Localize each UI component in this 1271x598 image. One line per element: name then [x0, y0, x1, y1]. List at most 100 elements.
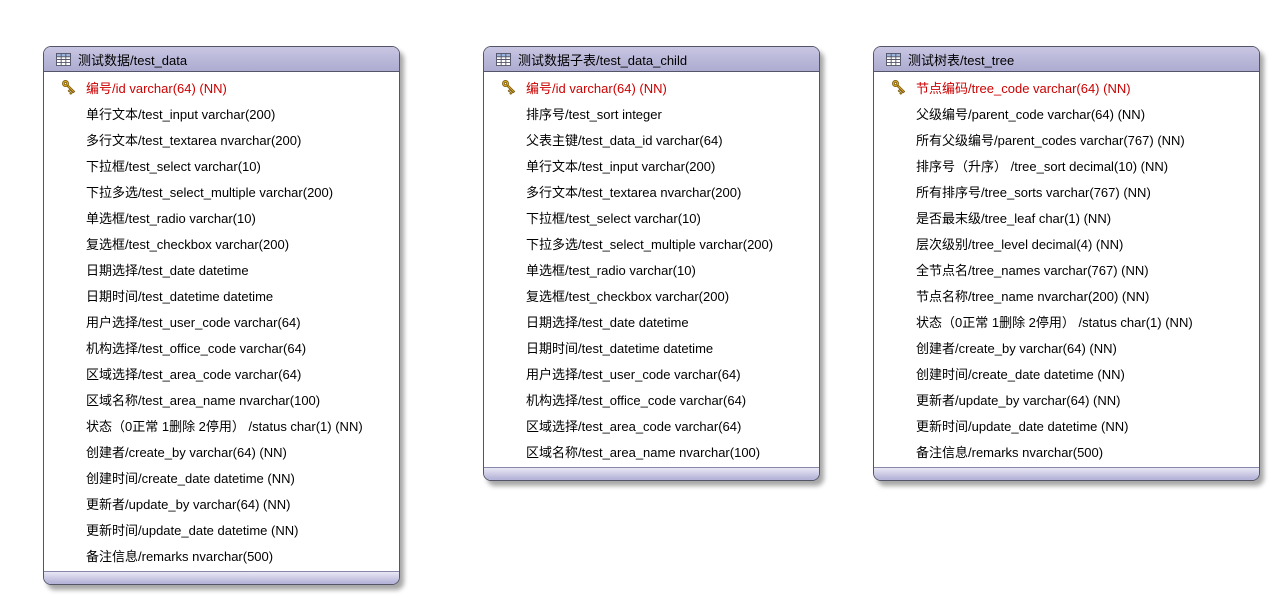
field-label: 机构选择/test_office_code varchar(64)	[526, 392, 747, 408]
field-row[interactable]: 下拉多选/test_select_multiple varchar(200)	[44, 178, 399, 204]
field-label: 单选框/test_radio varchar(10)	[86, 210, 256, 226]
primary-key-icon	[492, 234, 526, 252]
field-label: 单选框/test_radio varchar(10)	[526, 262, 696, 278]
table-entity[interactable]: 测试数据/test_data 编号/id varchar(64) (NN)	[43, 46, 400, 585]
field-row[interactable]: 复选框/test_checkbox varchar(200)	[484, 282, 819, 308]
field-row[interactable]: 更新者/update_by varchar(64) (NN)	[44, 490, 399, 516]
field-label: 机构选择/test_office_code varchar(64)	[86, 340, 307, 356]
primary-key-icon	[492, 182, 526, 200]
primary-key-icon	[492, 130, 526, 148]
field-row[interactable]: 单行文本/test_input varchar(200)	[44, 100, 399, 126]
primary-key-icon	[52, 234, 86, 252]
field-row[interactable]: 下拉框/test_select varchar(10)	[44, 152, 399, 178]
field-row[interactable]: 多行文本/test_textarea nvarchar(200)	[484, 178, 819, 204]
field-row[interactable]: 日期时间/test_datetime datetime	[44, 282, 399, 308]
field-label: 日期时间/test_datetime datetime	[86, 288, 274, 304]
field-row[interactable]: 日期选择/test_date datetime	[484, 308, 819, 334]
field-row[interactable]: 排序号（升序） /tree_sort decimal(10) (NN)	[874, 152, 1259, 178]
field-row[interactable]: 节点名称/tree_name nvarchar(200) (NN)	[874, 282, 1259, 308]
field-row[interactable]: 更新时间/update_date datetime (NN)	[44, 516, 399, 542]
field-row[interactable]: 复选框/test_checkbox varchar(200)	[44, 230, 399, 256]
primary-key-icon	[52, 130, 86, 148]
field-label: 创建时间/create_date datetime (NN)	[916, 366, 1125, 382]
field-label: 用户选择/test_user_code varchar(64)	[86, 314, 301, 330]
field-row[interactable]: 备注信息/remarks nvarchar(500)	[874, 438, 1259, 464]
field-row[interactable]: 区域选择/test_area_code varchar(64)	[484, 412, 819, 438]
field-row[interactable]: 状态（0正常 1删除 2停用） /status char(1) (NN)	[874, 308, 1259, 334]
field-row[interactable]: 排序号/test_sort integer	[484, 100, 819, 126]
field-label: 复选框/test_checkbox varchar(200)	[526, 288, 730, 304]
primary-key-icon	[52, 260, 86, 278]
field-row[interactable]: 所有父级编号/parent_codes varchar(767) (NN)	[874, 126, 1259, 152]
field-label: 日期选择/test_date datetime	[86, 262, 249, 278]
table-entity[interactable]: 测试数据子表/test_data_child 编号/id varchar(64)…	[483, 46, 820, 481]
field-row[interactable]: 节点编码/tree_code varchar(64) (NN)	[874, 74, 1259, 100]
field-label: 父表主键/test_data_id varchar(64)	[526, 132, 723, 148]
field-row[interactable]: 更新时间/update_date datetime (NN)	[874, 412, 1259, 438]
primary-key-icon	[882, 78, 916, 96]
primary-key-icon	[882, 130, 916, 148]
primary-key-icon	[52, 494, 86, 512]
field-row[interactable]: 父级编号/parent_code varchar(64) (NN)	[874, 100, 1259, 126]
field-row[interactable]: 编号/id varchar(64) (NN)	[44, 74, 399, 100]
primary-key-icon	[52, 364, 86, 382]
field-row[interactable]: 机构选择/test_office_code varchar(64)	[44, 334, 399, 360]
field-label: 节点编码/tree_code varchar(64) (NN)	[916, 80, 1131, 96]
field-label: 节点名称/tree_name nvarchar(200) (NN)	[916, 288, 1150, 304]
field-label: 备注信息/remarks nvarchar(500)	[86, 548, 274, 564]
field-label: 单行文本/test_input varchar(200)	[526, 158, 716, 174]
table-header[interactable]: 测试树表/test_tree	[874, 47, 1259, 72]
field-label: 单行文本/test_input varchar(200)	[86, 106, 276, 122]
field-row[interactable]: 备注信息/remarks nvarchar(500)	[44, 542, 399, 568]
primary-key-icon	[52, 312, 86, 330]
table-header[interactable]: 测试数据/test_data	[44, 47, 399, 72]
field-row[interactable]: 所有排序号/tree_sorts varchar(767) (NN)	[874, 178, 1259, 204]
field-row[interactable]: 单选框/test_radio varchar(10)	[484, 256, 819, 282]
field-row[interactable]: 单行文本/test_input varchar(200)	[484, 152, 819, 178]
field-row[interactable]: 父表主键/test_data_id varchar(64)	[484, 126, 819, 152]
field-row[interactable]: 是否最末级/tree_leaf char(1) (NN)	[874, 204, 1259, 230]
field-row[interactable]: 层次级别/tree_level decimal(4) (NN)	[874, 230, 1259, 256]
table-icon	[56, 52, 71, 66]
table-title: 测试数据/test_data	[78, 52, 188, 68]
primary-key-icon	[882, 286, 916, 304]
primary-key-icon	[492, 104, 526, 122]
field-row[interactable]: 创建者/create_by varchar(64) (NN)	[44, 438, 399, 464]
field-row[interactable]: 日期时间/test_datetime datetime	[484, 334, 819, 360]
field-row[interactable]: 区域选择/test_area_code varchar(64)	[44, 360, 399, 386]
field-row[interactable]: 创建时间/create_date datetime (NN)	[874, 360, 1259, 386]
field-label: 创建者/create_by varchar(64) (NN)	[916, 340, 1117, 356]
field-row[interactable]: 机构选择/test_office_code varchar(64)	[484, 386, 819, 412]
field-row[interactable]: 区域名称/test_area_name nvarchar(100)	[484, 438, 819, 464]
table-field-list: 编号/id varchar(64) (NN) 排序号/test_sort int…	[484, 72, 819, 467]
table-entity[interactable]: 测试树表/test_tree 节点编码/tree_code varchar(64…	[873, 46, 1260, 481]
field-row[interactable]: 用户选择/test_user_code varchar(64)	[484, 360, 819, 386]
field-label: 所有排序号/tree_sorts varchar(767) (NN)	[916, 184, 1151, 200]
table-header[interactable]: 测试数据子表/test_data_child	[484, 47, 819, 72]
field-row[interactable]: 创建时间/create_date datetime (NN)	[44, 464, 399, 490]
field-label: 更新时间/update_date datetime (NN)	[916, 418, 1129, 434]
field-label: 多行文本/test_textarea nvarchar(200)	[86, 132, 302, 148]
primary-key-icon	[492, 260, 526, 278]
primary-key-icon	[52, 468, 86, 486]
field-row[interactable]: 更新者/update_by varchar(64) (NN)	[874, 386, 1259, 412]
field-label: 更新时间/update_date datetime (NN)	[86, 522, 299, 538]
table-icon	[496, 52, 511, 66]
field-label: 区域选择/test_area_code varchar(64)	[526, 418, 742, 434]
table-footer	[874, 467, 1259, 480]
field-row[interactable]: 多行文本/test_textarea nvarchar(200)	[44, 126, 399, 152]
field-row[interactable]: 下拉框/test_select varchar(10)	[484, 204, 819, 230]
field-row[interactable]: 状态（0正常 1删除 2停用） /status char(1) (NN)	[44, 412, 399, 438]
field-row[interactable]: 用户选择/test_user_code varchar(64)	[44, 308, 399, 334]
field-row[interactable]: 单选框/test_radio varchar(10)	[44, 204, 399, 230]
field-label: 所有父级编号/parent_codes varchar(767) (NN)	[916, 132, 1185, 148]
field-label: 层次级别/tree_level decimal(4) (NN)	[916, 236, 1124, 252]
field-row[interactable]: 区域名称/test_area_name nvarchar(100)	[44, 386, 399, 412]
field-row[interactable]: 编号/id varchar(64) (NN)	[484, 74, 819, 100]
field-row[interactable]: 创建者/create_by varchar(64) (NN)	[874, 334, 1259, 360]
primary-key-icon	[492, 338, 526, 356]
primary-key-icon	[52, 338, 86, 356]
field-row[interactable]: 日期选择/test_date datetime	[44, 256, 399, 282]
field-row[interactable]: 全节点名/tree_names varchar(767) (NN)	[874, 256, 1259, 282]
field-row[interactable]: 下拉多选/test_select_multiple varchar(200)	[484, 230, 819, 256]
